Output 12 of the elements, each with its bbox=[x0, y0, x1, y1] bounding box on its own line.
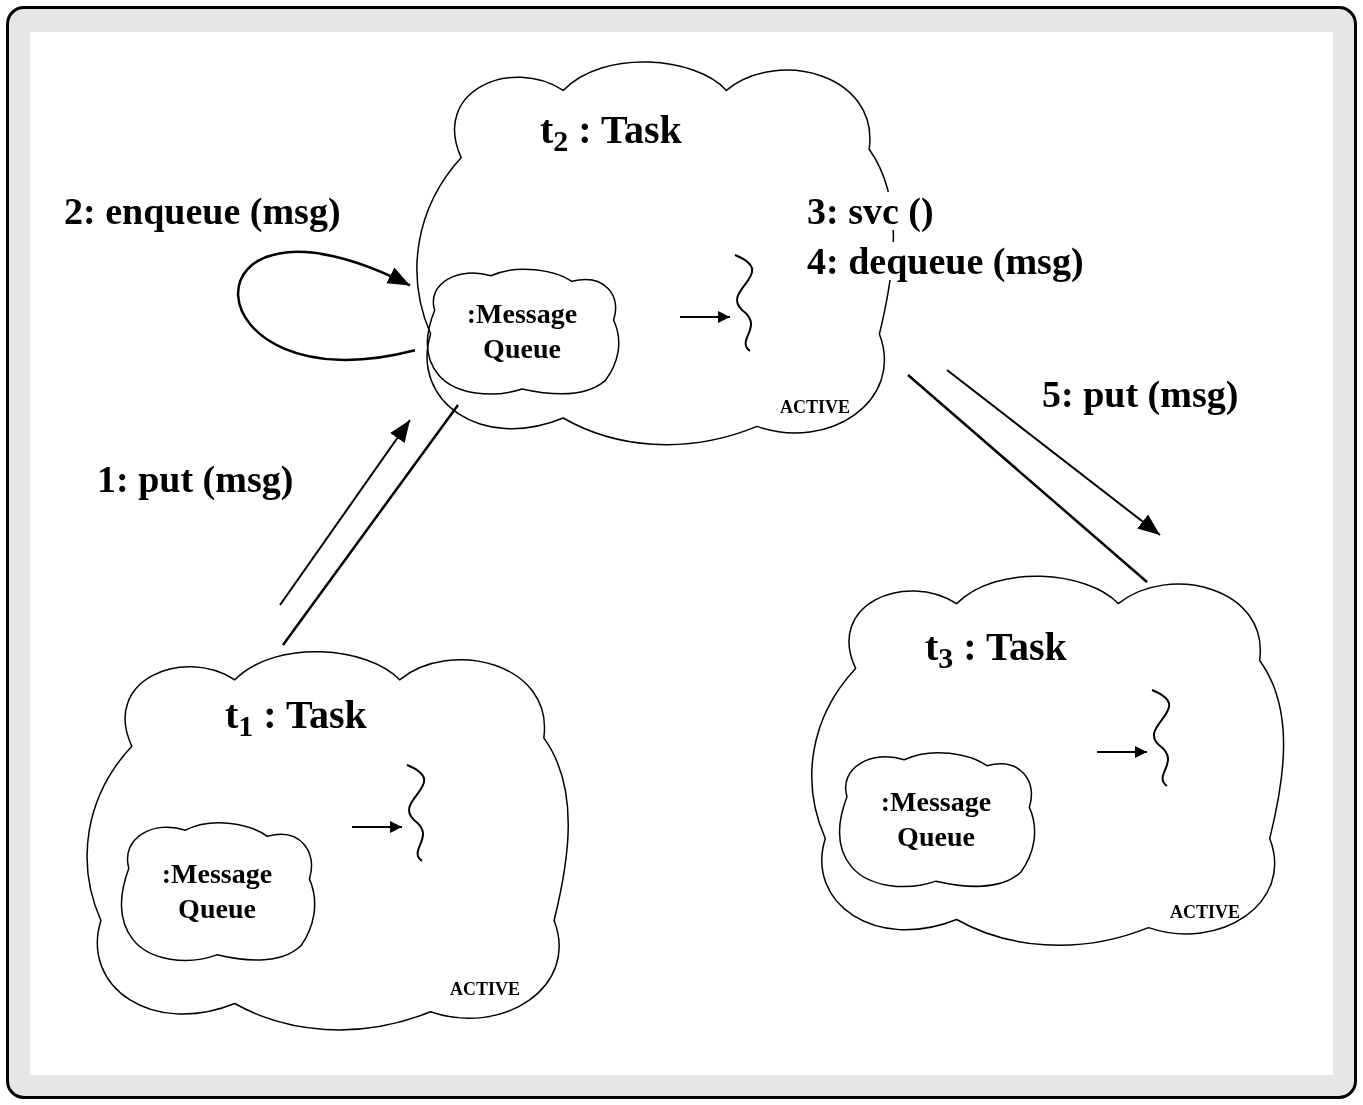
task-title: t$_{3}$ : Task bbox=[925, 627, 1067, 667]
task-title: t$_{2}$ : Task bbox=[540, 110, 682, 150]
status-label: ACTIVE bbox=[1170, 903, 1240, 921]
self-link bbox=[237, 251, 416, 361]
queue-label: :Message Queue bbox=[160, 857, 274, 926]
status-label: ACTIVE bbox=[780, 398, 850, 416]
status-label: ACTIVE bbox=[450, 980, 520, 998]
link-line bbox=[282, 404, 459, 646]
task-title: t$_{1}$ : Task bbox=[225, 695, 367, 735]
link-line bbox=[907, 374, 1148, 583]
queue-label: :Message Queue bbox=[465, 297, 579, 366]
queue-label: :Message Queue bbox=[879, 785, 993, 854]
